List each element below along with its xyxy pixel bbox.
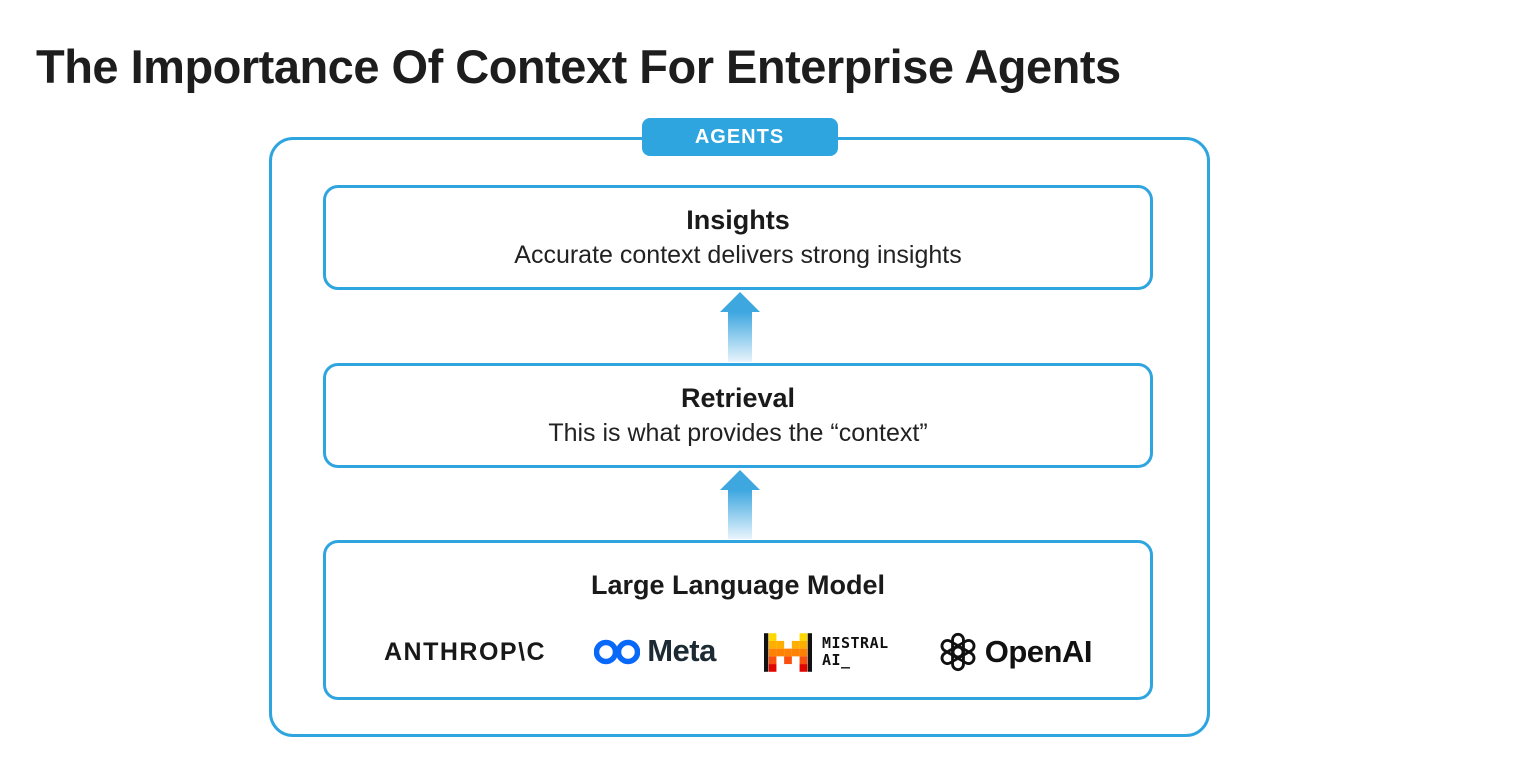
llm-vendor-logos: ANTHROP\C Meta MISTRAL AI_ xyxy=(326,631,1150,673)
retrieval-box: Retrieval This is what provides the “con… xyxy=(323,363,1153,468)
meta-infinity-icon xyxy=(594,640,641,665)
llm-title: Large Language Model xyxy=(590,570,886,600)
mistral-wordmark-line1: MISTRAL xyxy=(821,634,889,653)
mistral-wordmark: MISTRAL AI_ xyxy=(822,635,889,670)
page-title: The Importance Of Context For Enterprise… xyxy=(36,40,1121,94)
retrieval-subtitle: This is what provides the “context” xyxy=(548,418,928,447)
arrow-shaft xyxy=(728,312,752,362)
meta-wordmark: Meta xyxy=(647,633,716,669)
agents-container: AGENTS Insights Accurate context deliver… xyxy=(269,118,1210,737)
openai-logo: OpenAI xyxy=(937,631,1092,673)
arrow-head-icon xyxy=(720,292,760,312)
meta-logo: Meta xyxy=(594,633,716,669)
arrow-retrieval-to-insights xyxy=(720,292,760,362)
mistral-logo: MISTRAL AI_ xyxy=(763,633,889,672)
mistral-m-icon xyxy=(763,633,812,672)
arrow-shaft xyxy=(728,490,752,539)
anthropic-wordmark: ANTHROP\C xyxy=(384,637,547,666)
openai-wordmark: OpenAI xyxy=(984,634,1093,670)
retrieval-title: Retrieval xyxy=(680,382,796,413)
agents-tab-label: AGENTS xyxy=(641,118,838,156)
arrow-llm-to-retrieval xyxy=(720,470,760,539)
llm-box: Large Language Model ANTHROP\C Meta MIST… xyxy=(323,540,1153,700)
arrow-head-icon xyxy=(720,470,760,490)
insights-subtitle: Accurate context delivers strong insight… xyxy=(514,240,962,269)
mistral-wordmark-line2: AI_ xyxy=(821,651,851,670)
anthropic-logo: ANTHROP\C xyxy=(384,638,546,667)
insights-box: Insights Accurate context delivers stron… xyxy=(323,185,1153,290)
openai-knot-icon xyxy=(940,633,976,672)
insights-title: Insights xyxy=(686,204,790,235)
